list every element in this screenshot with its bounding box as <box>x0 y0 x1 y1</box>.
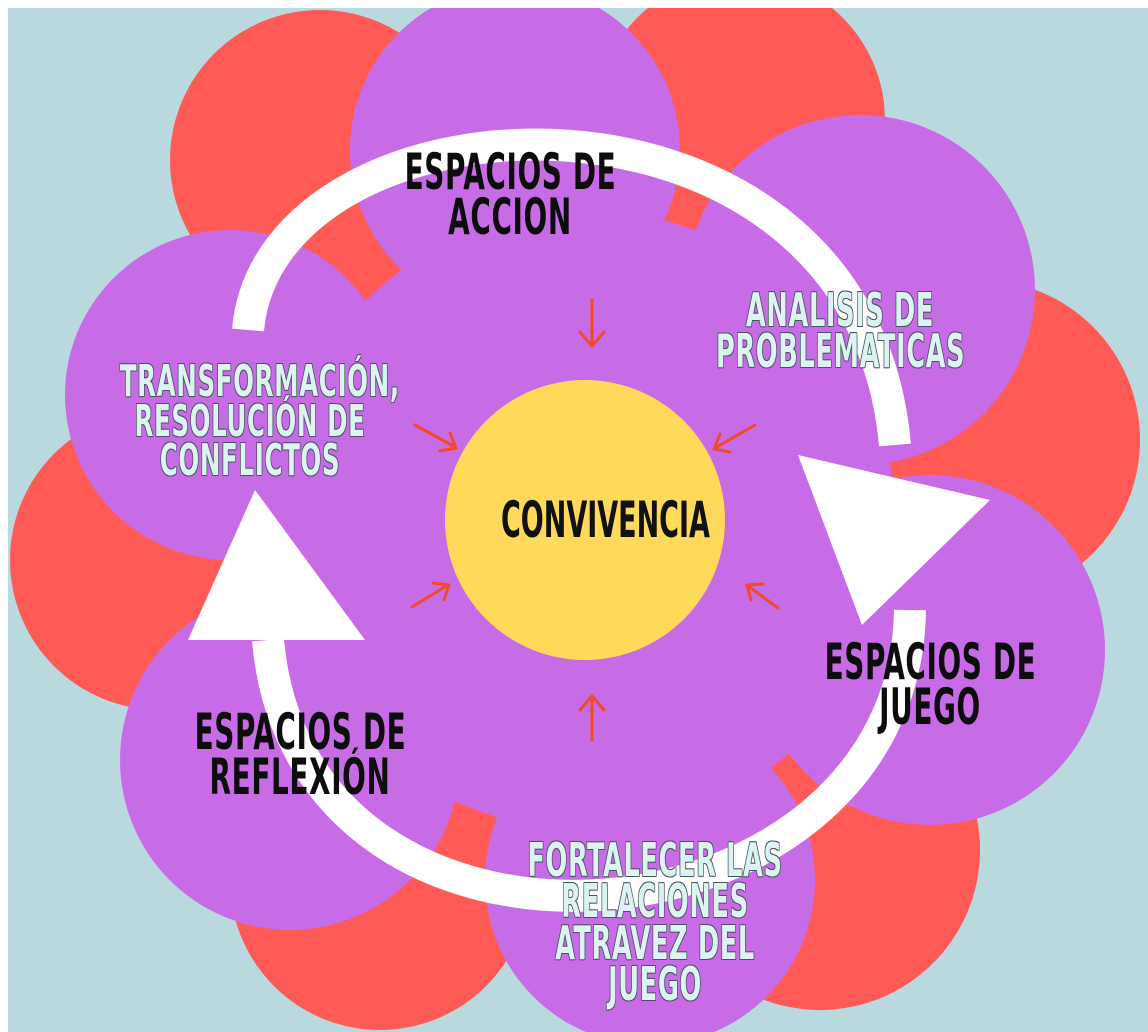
node-espacios-reflexion: ESPACIOS DE REFLEXIÓN <box>194 703 407 806</box>
cycle-arrows <box>188 128 990 912</box>
arrow-from-left <box>410 581 451 609</box>
node-analisis-problematicas: ANALISIS DE PROBLEMATICAS <box>716 283 966 379</box>
node-transformacion-resolucion: TRANSFORMACIÓN, RESOLUCIÓN DE CONFLICTOS <box>119 356 400 487</box>
cycle-arc-bottom <box>252 609 926 912</box>
arrow-from-upper-left <box>413 423 458 453</box>
arrow-from-bottom <box>578 694 606 742</box>
arrow-from-right <box>745 582 780 610</box>
cycle-arrowhead-left <box>188 490 365 640</box>
cycle-arc-top <box>232 128 911 447</box>
node-espacios-juego: ESPACIOS DE JUEGO <box>824 633 1037 736</box>
inward-arrows <box>410 298 780 742</box>
arrow-from-upper-right <box>712 423 757 454</box>
center-circle <box>445 380 725 660</box>
node-espacios-accion: ESPACIOS DE ACCION <box>404 143 617 246</box>
center-label-convivencia: CONVIVENCIA <box>501 491 710 549</box>
node-fortalecer-relaciones: FORTALECER LAS RELACIONES ATRAVEZ DEL JU… <box>527 833 783 1012</box>
arrow-from-top <box>578 298 606 348</box>
flower-diagram <box>8 8 1148 1032</box>
cycle-arrowhead-right <box>798 455 990 625</box>
